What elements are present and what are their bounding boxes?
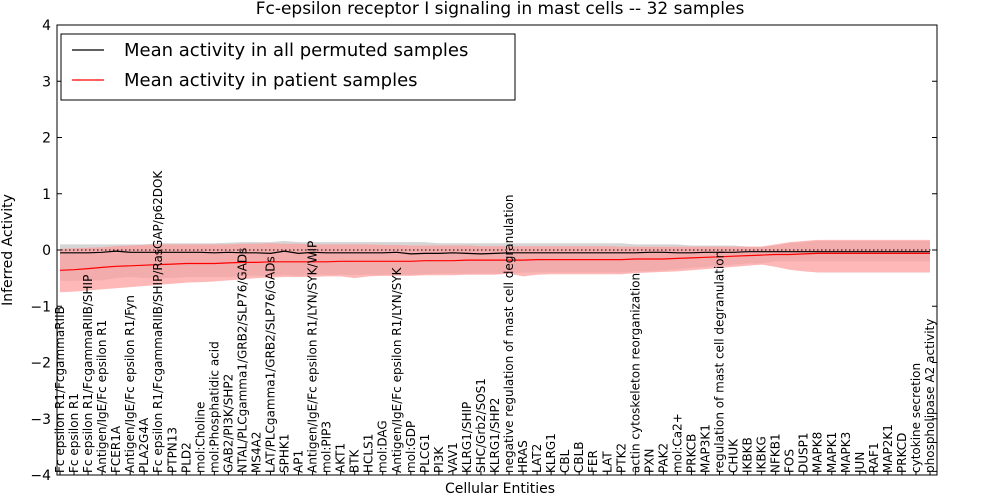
x-category-label: FOS bbox=[783, 449, 797, 473]
x-category-label: MAP3K1 bbox=[699, 424, 713, 473]
y-tick-label: 2 bbox=[42, 131, 51, 147]
x-category-label: Antigen/IgE/Fc epsilon R1/Fyn bbox=[123, 295, 137, 473]
x-category-label: HRAS bbox=[516, 440, 530, 473]
x-category-label: mol:GDP bbox=[404, 421, 418, 473]
x-category-label: PXN bbox=[642, 449, 656, 473]
x-category-label: PLCG1 bbox=[418, 434, 432, 473]
x-category-label: Antigen/IgE/Fc epsilon R1/LYN/SYK bbox=[390, 266, 404, 473]
x-category-label: PLA2G4A bbox=[137, 417, 151, 473]
y-tick-label: 0 bbox=[42, 243, 51, 259]
x-category-label: NTAL/PLCgamma1/GRB2/SLP76/GADs bbox=[235, 248, 249, 473]
x-category-label: Fc epsilon R1/FcgammaRIIB/SHIP bbox=[81, 275, 95, 473]
series-1-line bbox=[59, 252, 930, 271]
x-category-label: mol:DAG bbox=[376, 420, 390, 473]
x-category-label: PI3K bbox=[432, 446, 446, 473]
x-category-label: PTK2 bbox=[614, 443, 628, 473]
x-category-label: regulation of mast cell degranulation bbox=[713, 251, 727, 473]
x-category-label: DUSP1 bbox=[797, 432, 811, 473]
y-tick-label: 3 bbox=[42, 74, 51, 90]
x-category-label: PTPN13 bbox=[165, 427, 179, 473]
x-category-label: CBLB bbox=[572, 441, 586, 473]
x-category-label: BTK bbox=[348, 448, 362, 473]
x-category-label: IKBKB bbox=[741, 437, 755, 473]
x-category-label: MAPK8 bbox=[811, 432, 825, 473]
x-category-label: Antigen/IgE/Fc epsilon R1/LYN/SYK/WIP bbox=[306, 241, 320, 473]
y-tick-label: −4 bbox=[30, 468, 51, 484]
x-category-label: Fc epsilon R1/FcgammaRIIB/SHIP/RasGAP/p6… bbox=[151, 170, 165, 473]
x-category-label: JUN bbox=[853, 452, 867, 474]
x-category-label: actin cytoskeleton reorganization bbox=[628, 273, 642, 473]
x-category-label: AP1 bbox=[292, 450, 306, 473]
x-category-label: mol:Choline bbox=[193, 402, 207, 473]
x-category-label: VAV1 bbox=[446, 442, 460, 473]
x-category-label: Fc epsilon R1/FcgammaRIIB bbox=[53, 306, 67, 473]
x-axis-label: Cellular Entities bbox=[445, 481, 555, 497]
x-category-label: FER bbox=[586, 450, 600, 473]
x-category-label: PAK2 bbox=[656, 443, 670, 473]
y-tick-label: −2 bbox=[30, 356, 51, 372]
x-category-label: LAT/PLCgamma1/GRB2/SLP76/GADs bbox=[264, 256, 278, 473]
x-category-label: mol:Phosphatidic acid bbox=[207, 341, 221, 473]
x-category-label: IKBKG bbox=[755, 436, 769, 473]
x-category-label: MAPK3 bbox=[839, 432, 853, 473]
x-category-label: RAF1 bbox=[867, 442, 881, 473]
x-category-label: NFKB1 bbox=[769, 433, 783, 473]
legend-label-series-0: Mean activity in all permuted samples bbox=[124, 40, 468, 61]
x-category-label: GAB2/PI3K/SHP2 bbox=[221, 374, 235, 473]
x-category-label: PRKCB bbox=[685, 434, 699, 473]
y-tick-label: 1 bbox=[42, 187, 51, 203]
x-category-label: phospholipase A2 activity bbox=[923, 319, 937, 473]
y-axis-label: Inferred Activity bbox=[0, 194, 16, 306]
x-category-label: PRKCD bbox=[895, 433, 909, 473]
x-category-label: cytokine secretion bbox=[909, 363, 923, 473]
x-category-label: LAT2 bbox=[530, 444, 544, 473]
x-category-label: PLD2 bbox=[179, 442, 193, 473]
x-category-label: MS4A2 bbox=[250, 432, 264, 473]
x-category-label: FCER1A bbox=[109, 425, 123, 473]
x-category-label: KLRG1/SHIP bbox=[460, 402, 474, 473]
y-tick-label: −3 bbox=[30, 412, 51, 428]
x-category-label: AKT1 bbox=[334, 443, 348, 473]
x-category-label: KLRG1/SHP2 bbox=[488, 398, 502, 473]
x-category-label: Fc epsilon R1 bbox=[67, 393, 81, 473]
legend-label-series-1: Mean activity in patient samples bbox=[124, 70, 418, 91]
x-category-label: MAPK1 bbox=[825, 432, 839, 473]
x-category-label: CHUK bbox=[727, 438, 741, 473]
legend-box bbox=[60, 33, 516, 101]
y-tick-label: 4 bbox=[42, 18, 51, 34]
x-category-label: SHC/Grb2/SOS1 bbox=[474, 378, 488, 473]
series-1-band bbox=[60, 239, 930, 293]
series-0-line bbox=[60, 250, 930, 255]
x-category-label: mol:PIP3 bbox=[320, 421, 334, 473]
x-category-label: CBL bbox=[558, 449, 572, 473]
chart-title: Fc-epsilon receptor I signaling in mast … bbox=[256, 0, 745, 19]
x-category-label: MAP2K1 bbox=[881, 424, 895, 473]
plot-frame bbox=[56, 24, 938, 476]
x-category-label: negative regulation of mast cell degranu… bbox=[502, 194, 516, 473]
x-category-label: SPHK1 bbox=[278, 434, 292, 473]
x-category-label: Antigen/IgE/Fc epsilon R1 bbox=[95, 320, 109, 473]
x-category-label: HCLS1 bbox=[362, 434, 376, 473]
y-tick-label: −1 bbox=[30, 299, 51, 315]
x-category-label: KLRG1 bbox=[544, 433, 558, 473]
x-category-label: mol:Ca2+ bbox=[670, 413, 684, 473]
x-category-label: LAT bbox=[600, 451, 614, 473]
